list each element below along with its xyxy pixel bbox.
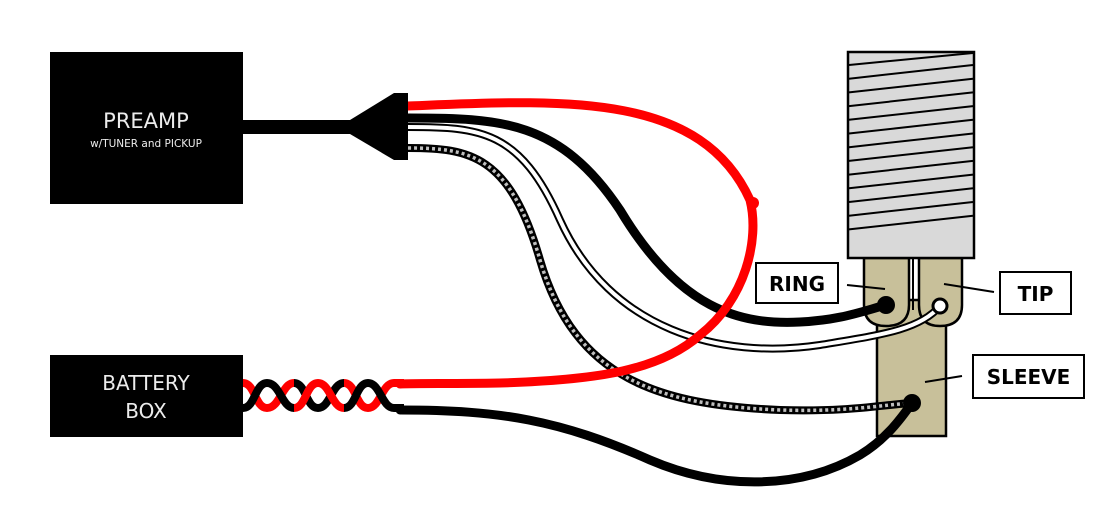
battery-box-line2: BOX (125, 399, 167, 423)
preamp-subtitle: w/TUNER and PICKUP (90, 138, 202, 150)
sleeve-label: SLEEVE (924, 354, 1085, 399)
wire-black-to-ring (403, 113, 891, 327)
thread-line (848, 64, 974, 80)
thread-line (848, 118, 974, 135)
wire-white-to-tip (404, 123, 944, 353)
sleeve-label-text: SLEEVE (987, 365, 1071, 389)
thread-line (848, 105, 974, 121)
wire-battery-black-to-sleeve (395, 398, 917, 487)
thread-line (848, 214, 974, 231)
thread-line (848, 91, 974, 108)
thread-line (848, 201, 974, 217)
sleeve-leader-line (924, 375, 963, 383)
thread-line (848, 146, 974, 162)
preamp-cable (243, 120, 353, 134)
tip-label-text: TIP (1018, 282, 1054, 306)
sleeve-solder-point (903, 394, 921, 412)
barrel-threads (848, 52, 974, 231)
tip-solder-point (931, 297, 949, 315)
tip-label-box (999, 271, 1072, 315)
ring-label-box (755, 262, 839, 304)
output-jack (846, 50, 976, 438)
tip-label: TIP (943, 271, 1072, 315)
thread-line (848, 173, 974, 190)
battery-box-line1: BATTERY (102, 371, 190, 395)
ring-solder-point (877, 296, 895, 314)
twisted-pair-battery-leads (241, 378, 404, 413)
preamp-connector-plug (350, 93, 408, 160)
wire-shield-to-sleeve (407, 144, 913, 415)
jack-tip-lug (917, 256, 964, 328)
thread-line (848, 159, 974, 176)
preamp-title: PREAMP (103, 109, 189, 133)
ring-label-text: RING (769, 272, 825, 296)
jack-ring-lug (862, 256, 911, 328)
tip-leader-line (943, 283, 995, 293)
thread-line (848, 132, 974, 149)
preamp-box[interactable]: PREAMP w/TUNER and PICKUP (50, 52, 243, 204)
thread-line (848, 77, 974, 94)
thread-line (848, 52, 974, 66)
red-wire-splice-dot (747, 197, 759, 209)
ring-leader-line (846, 284, 886, 290)
wire-red-loop (395, 98, 758, 389)
sleeve-label-box (972, 354, 1085, 399)
thread-line (848, 187, 974, 203)
ring-label: RING (755, 262, 886, 304)
battery-box[interactable]: BATTERY BOX (50, 355, 243, 437)
